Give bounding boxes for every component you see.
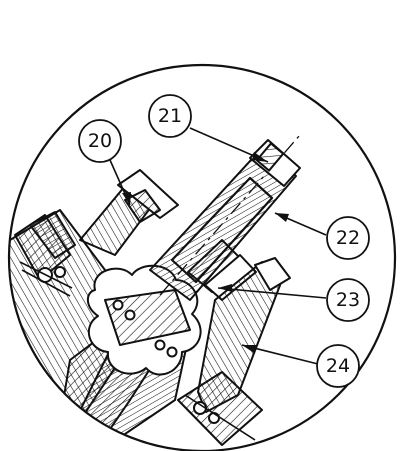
leader-arrows: [122, 152, 289, 353]
hub-bolt-3: [154, 339, 166, 351]
upper-arm-block: [124, 189, 161, 223]
leader-23: [217, 287, 327, 299]
hub-bolt-2: [124, 309, 136, 321]
callout-20-label: 20: [88, 130, 112, 152]
upper-left-flange: [29, 211, 76, 259]
mechanism-section: [9, 134, 301, 451]
callout-20: 20: [78, 119, 122, 163]
callout-22: 22: [326, 216, 370, 260]
callout-21: 21: [148, 94, 192, 138]
right-plate-edge: [254, 257, 291, 291]
callout-22-label: 22: [336, 227, 360, 249]
detail-boundary: [7, 63, 397, 451]
callout-24-label: 24: [326, 355, 350, 377]
callout-23-label: 23: [336, 289, 360, 311]
callout-24: 24: [316, 344, 360, 388]
hub-bolt-1: [112, 299, 124, 311]
hub-bolt-4: [166, 346, 178, 358]
lower-right-flange: [177, 371, 263, 446]
left-bolt-nut: [54, 266, 66, 278]
callout-21-label: 21: [158, 105, 182, 127]
shaft-centerline: [159, 134, 301, 296]
arrow-20: [122, 192, 131, 205]
arrow-21: [252, 152, 268, 162]
arrow-23: [218, 284, 232, 292]
shaft-sleeve: [170, 176, 274, 284]
arrow-24: [242, 345, 256, 353]
hub-inner-band: [104, 289, 191, 346]
arrow-22: [275, 213, 289, 222]
shaft-nut: [255, 142, 285, 172]
callout-23: 23: [326, 278, 370, 322]
